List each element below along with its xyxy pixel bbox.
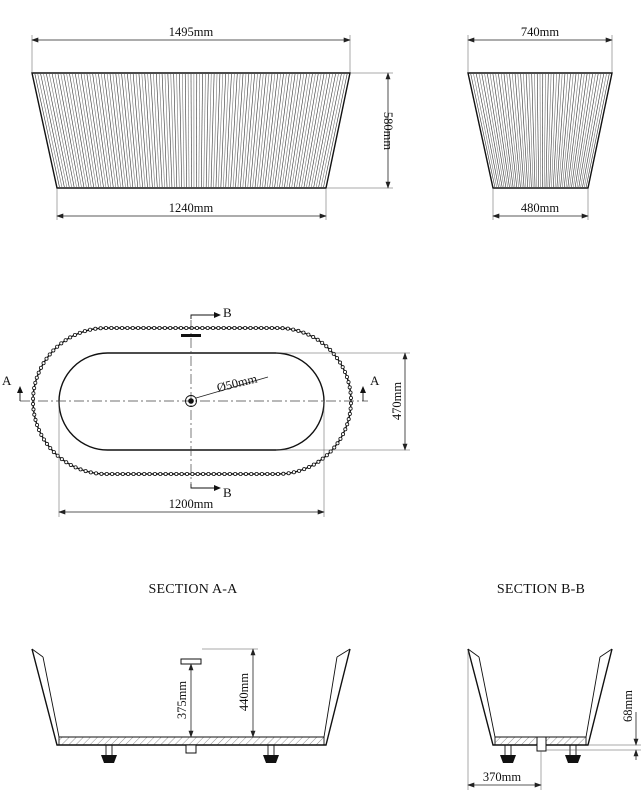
section-aa-title: SECTION A-A (149, 582, 239, 597)
section-bb: SECTION B-B 68mm 370mm (467, 582, 641, 790)
section-bb-base-label: 68mm (621, 690, 635, 722)
section-bb-drain (536, 736, 547, 752)
section-aa-base (58, 736, 325, 746)
overflow-slot (181, 334, 201, 337)
section-b-bottom-marker (190, 484, 214, 489)
plan-rim-scallops (31, 325, 353, 476)
front-bottom-width-label: 1240mm (169, 201, 214, 215)
section-bb-inner-wall (478, 656, 601, 738)
section-aa-leg-left (101, 745, 117, 763)
side-top-width-label: 740mm (521, 25, 559, 39)
section-aa-overflow (180, 658, 202, 665)
front-view-flutes (34, 73, 348, 188)
section-b-top-label: B (223, 305, 232, 320)
section-b-bottom-label: B (223, 485, 232, 500)
section-bb-leg-left (500, 745, 516, 763)
drain-center (188, 398, 194, 404)
section-aa: SECTION A-A 375mm 440mm (31, 582, 351, 763)
section-bb-drain-label: 370mm (483, 770, 521, 784)
front-height-label: 580mm (381, 112, 395, 150)
section-aa-inner-wall (42, 656, 338, 738)
section-aa-overflow-label: 375mm (175, 681, 189, 719)
drain-leader (195, 376, 269, 399)
plan-inner-length-label: 1200mm (169, 497, 214, 511)
front-view: 1495mm 1240mm 580mm (31, 25, 395, 220)
section-a-right-label: A (370, 373, 380, 388)
drain-icon (185, 395, 197, 407)
section-aa-drain (185, 744, 197, 754)
plan-view: Ø50mm B B A A 470mm 1200mm (2, 305, 410, 517)
plan-inner-width-label: 470mm (390, 382, 404, 420)
section-bb-leg-right (565, 745, 581, 763)
side-bottom-width-label: 480mm (521, 201, 559, 215)
side-view-flutes (470, 73, 610, 188)
section-a-left-label: A (2, 373, 12, 388)
section-bb-title: SECTION B-B (497, 582, 585, 597)
section-b-top-marker (190, 314, 214, 319)
side-view-body (467, 72, 613, 189)
section-aa-leg-right (263, 745, 279, 763)
side-view: 740mm 480mm (467, 25, 613, 220)
front-view-body (31, 72, 351, 189)
section-aa-depth-label: 440mm (237, 673, 251, 711)
front-top-width-label: 1495mm (169, 25, 214, 39)
section-bb-outer-shell (467, 648, 613, 746)
drain-diameter-label: Ø50mm (215, 371, 258, 395)
